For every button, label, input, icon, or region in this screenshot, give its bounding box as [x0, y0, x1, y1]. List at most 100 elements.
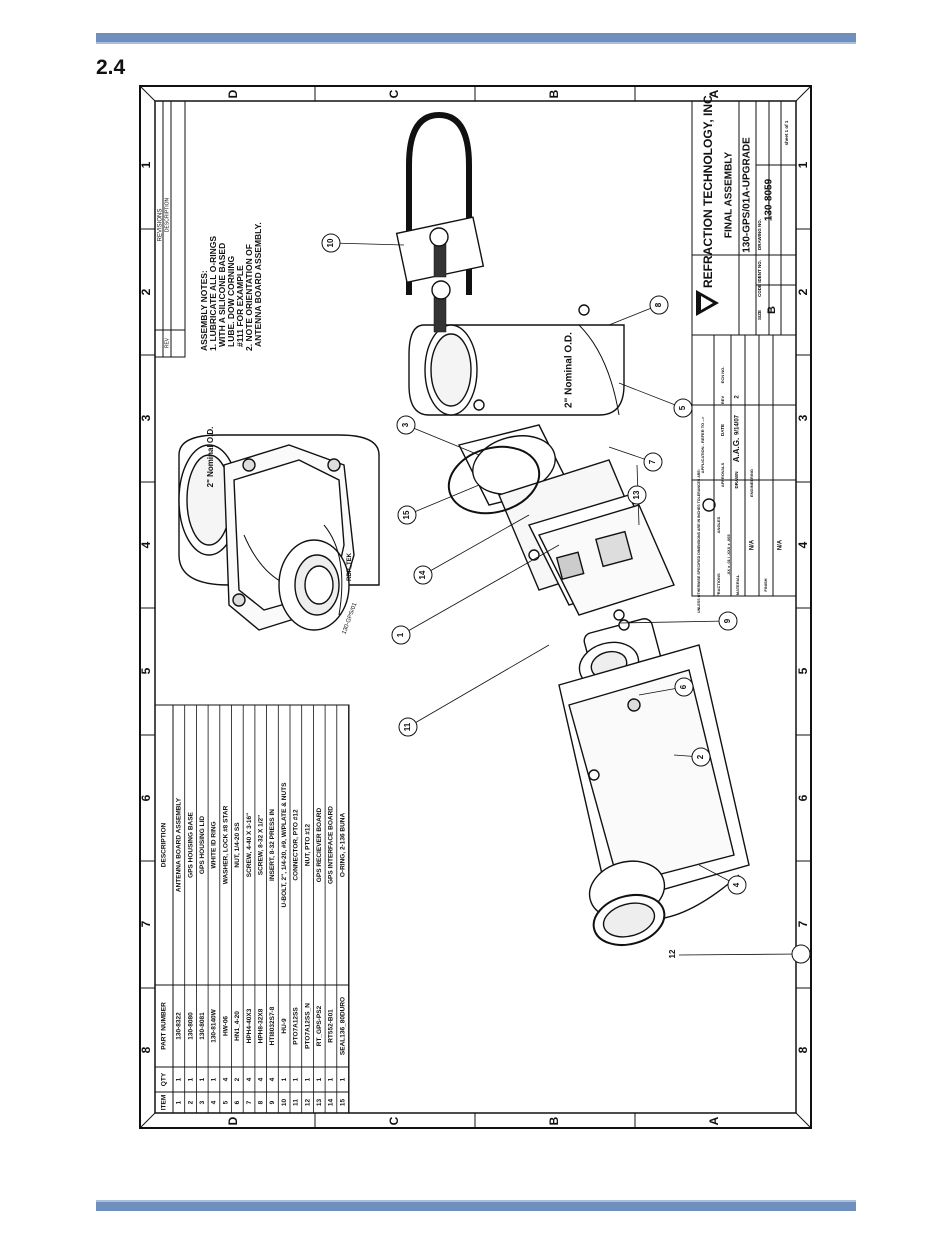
engineering-drawing: 1 2 3 4 5 6 7 8 1 2 3 4 5 6 7 8 D C B A … [139, 85, 812, 1129]
callout-balloon: 14 [413, 565, 433, 585]
zone-letter: B [547, 89, 561, 98]
bom-cell: WASHER, LOCK #8 STAR [222, 805, 229, 884]
drawing-no: 130-8059 [764, 178, 775, 221]
callout-balloon: 12 [668, 944, 811, 964]
bom-cell: O-RING, 2-136 BUNA [339, 813, 346, 878]
bom-cell: 4 [222, 1077, 229, 1081]
bom-cell: HPH4-40X3 [246, 1008, 253, 1043]
drawing-subtitle: 130-GPS/01A-UPGRADE [742, 137, 753, 253]
callout-number: 9 [723, 618, 732, 623]
bom-cell: CONNECTOR, PTO #12 [293, 809, 300, 881]
bom-cell: 6 [234, 1100, 241, 1104]
assembly-notes: ASSEMBLY NOTES: 1. LUBRICATE ALL O-RINGS… [199, 222, 263, 351]
bom-cell: 1 [281, 1077, 288, 1081]
callout-number: 13 [632, 490, 641, 499]
zone-number: 3 [139, 414, 153, 421]
bom-header-cell: DESCRIPTION [161, 822, 168, 867]
zone-number: 6 [139, 794, 153, 801]
iso-pipe-label: 2" Nominal O.D. [206, 427, 215, 488]
ecn-label: ECN NO. [720, 367, 725, 384]
assembly-note-line: ANTENNA BOARD ASSEMBLY. [253, 222, 263, 347]
callouts: 1 2 3 4 5 6 7 8 9 10 11 12 13 14 15 [321, 233, 811, 964]
tolerances: .XX ± .01 / .XXX ± .005 [726, 534, 731, 576]
drawing-no-label: DRAWING NO. [757, 219, 762, 250]
bom-cell: 3 [199, 1100, 206, 1104]
bom-cell: 9 [269, 1100, 276, 1104]
zone-letter: C [387, 1116, 401, 1125]
bom-cell: 130-8322 [176, 1012, 183, 1040]
zone-dividers [140, 86, 811, 1128]
bom-cell: GPS INTERFACE BOARD [328, 806, 335, 884]
callout-number: 8 [654, 302, 663, 307]
bom-cell: 1 [176, 1077, 183, 1081]
bom-cell: 2 [187, 1100, 194, 1104]
pipe-label: 2" Nominal O.D. [564, 332, 575, 408]
assembly-note-line: LUBE. DOW CORNING [226, 255, 236, 347]
zone-number: 2 [796, 288, 810, 295]
bom-cell: 1 [187, 1077, 194, 1081]
bom-cell: 1 [176, 1100, 183, 1104]
bom-cell: 4 [211, 1100, 218, 1104]
bom-cell: 8 [257, 1100, 264, 1104]
scale-value: N/A [750, 539, 756, 550]
callout-balloon: 11 [398, 717, 418, 737]
zone-number: 7 [796, 920, 810, 927]
rev-value: 2 [735, 395, 741, 399]
bom-cell: 7 [246, 1100, 253, 1104]
bom-cell: 5 [222, 1100, 229, 1104]
material-label: MATERIAL [735, 574, 740, 595]
callout-balloon: 9 [718, 611, 738, 631]
callout-balloon: 6 [674, 677, 694, 697]
bom-cell: WHITE ID RING [211, 821, 218, 868]
rev-label: REV [720, 396, 725, 405]
assembly-note-line: #111 FOR EXAMPLE [235, 265, 245, 347]
callout-number: 11 [403, 722, 412, 731]
angles-label: ANGLES [716, 516, 721, 533]
code-ident-label: CODE IDENT NO. [757, 260, 762, 297]
drawn-label: DRAWN [734, 472, 739, 489]
bom-cell: PTO7A12SS [293, 1007, 300, 1045]
iso-logo-text: RBP_TEK [347, 552, 353, 581]
callout-number: 10 [326, 238, 335, 247]
bom-cell: HW-06 [222, 1016, 229, 1036]
bom-cell: GPS HOUSING LID [199, 816, 206, 874]
bom-cell: GPS RECIEVER BOARD [316, 807, 323, 882]
bom-cell: 4 [246, 1077, 253, 1081]
finish-value: N/A [778, 539, 784, 550]
callout-number: 14 [418, 570, 427, 579]
bom-cell: 11 [293, 1099, 300, 1106]
bom-header-cell: PART NUMBER [161, 1002, 168, 1050]
zone-letter: B [547, 1116, 561, 1125]
zone-number: 3 [796, 414, 810, 421]
zone-number: 5 [796, 667, 810, 674]
bom-cell: 12 [304, 1099, 311, 1107]
isometric-view [178, 434, 380, 631]
bom-cell: SCREW, 4-40 X 3-16" [246, 813, 253, 878]
assembly-note-line: WITH A SILICONE BASED [217, 243, 227, 347]
callout-number: 15 [402, 510, 411, 519]
bom-cell: ANTENNA BOARD ASSEMBLY [176, 797, 183, 892]
zone-letter: D [226, 89, 240, 98]
title-block [691, 100, 797, 597]
zone-letter: C [387, 89, 401, 98]
company-logo [696, 290, 719, 316]
exploded-view [395, 111, 750, 946]
bom-cell: PTO7A12SS_N [304, 1003, 311, 1049]
zone-number: 7 [139, 920, 153, 927]
bom-cell: INSERT, 8-32 PRESS IN [269, 809, 276, 881]
assembly-note-line: 2. NOTE ORIENTATION OF [244, 244, 254, 351]
callout-number: 7 [648, 459, 657, 464]
bom-cell: 1 [199, 1077, 206, 1081]
bom-cell: 13 [316, 1099, 323, 1107]
bom-cell: HTI8032S7-8 [269, 1006, 276, 1045]
assembly-note-line: ASSEMBLY NOTES: [199, 270, 209, 351]
bom-cell: 1 [316, 1077, 323, 1081]
bom-cell: 1 [211, 1077, 218, 1081]
callout-balloon: 5 [673, 398, 693, 418]
bom-cell: 14 [328, 1099, 335, 1107]
drawn-by: A.A.G. [732, 438, 741, 462]
callout-balloon: 4 [727, 875, 747, 895]
bom-cell: NUT, 1/4-20 SS [234, 822, 241, 868]
callout-number: 4 [732, 882, 741, 887]
